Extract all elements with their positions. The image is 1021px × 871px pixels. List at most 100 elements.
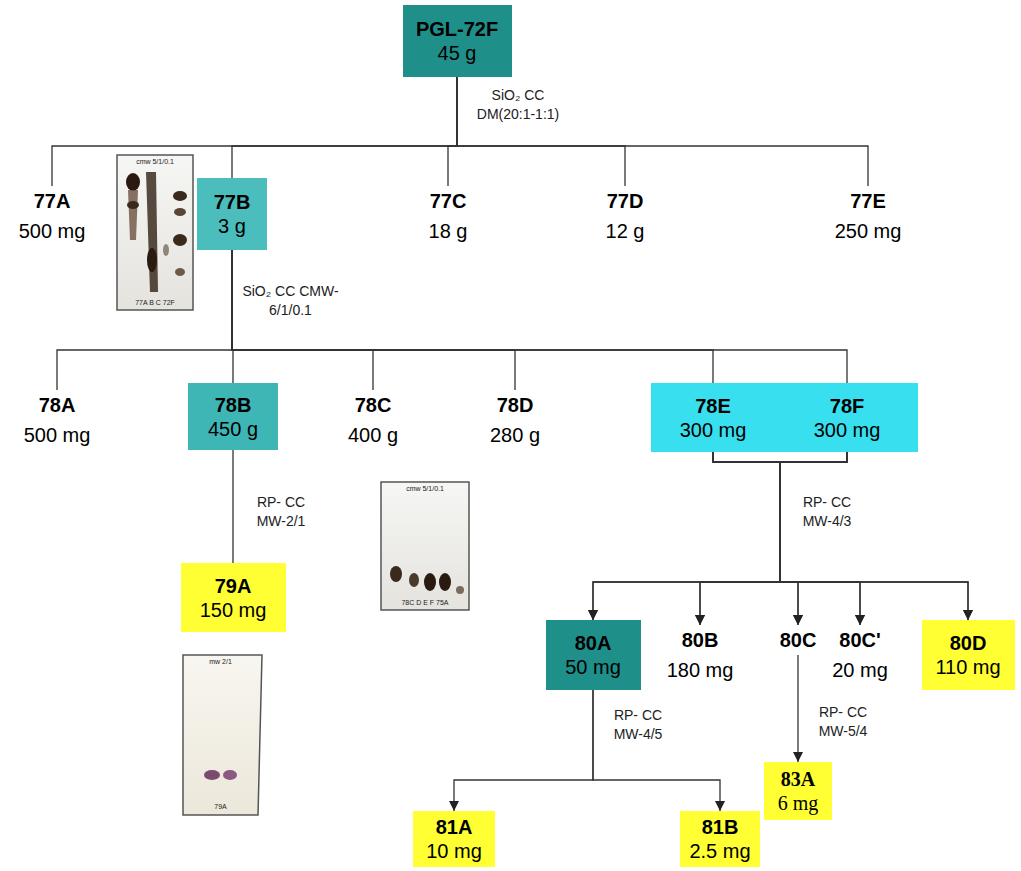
tlc-label: cmw 5/1/0.1 [117, 158, 193, 166]
fraction-amount: 500 mg [19, 216, 86, 246]
connector-line [57, 250, 232, 390]
fraction-label: 80B180 mg [664, 625, 737, 685]
tlc-plate [381, 482, 469, 610]
method-label: SiO₂ CC DM(20:1-1:1) [468, 86, 568, 124]
tlc-plate [117, 155, 193, 310]
tlc-label: mw 2/1 [183, 658, 258, 666]
fraction-name: 78B [215, 393, 252, 417]
connector-line [232, 250, 713, 383]
connector-line [797, 655, 798, 762]
fraction-amount: 400 g [348, 420, 398, 450]
fraction-name: 77A [34, 186, 71, 216]
connector-group [52, 77, 968, 811]
fraction-amount: 280 g [490, 420, 540, 450]
fraction-box: 77B3 g [197, 178, 267, 250]
fraction-amount: 6 mg [778, 791, 819, 815]
connector-line [713, 452, 798, 625]
fraction-name: 78E [695, 394, 731, 418]
connector-line [780, 452, 860, 625]
fraction-name: 79A [215, 574, 252, 598]
fraction-label: 77E250 mg [832, 186, 905, 246]
fraction-name: 77E [850, 186, 886, 216]
fraction-amount: 110 mg [935, 655, 1000, 679]
fraction-name: 81B [702, 815, 739, 839]
fraction-name: PGL-72F [416, 17, 498, 41]
fraction-name: 80C [780, 625, 817, 655]
method-label: RP- CC MW-2/1 [248, 493, 314, 531]
connector-line [232, 250, 515, 390]
fraction-label: 77A500 mg [16, 186, 89, 246]
fraction-name: 77C [430, 186, 467, 216]
tlc-label: 79A [183, 803, 258, 811]
fraction-label: 77D12 g [603, 186, 648, 246]
fraction-amount: 12 g [606, 216, 645, 246]
method-label: RP- CC MW-4/3 [794, 493, 860, 531]
method-label: SiO₂ CC CMW-6/1/0.1 [238, 282, 343, 320]
fraction-amount: 2.5 mg [689, 839, 750, 863]
tlc-label: cmw 5/1/0.1 [381, 485, 469, 493]
fraction-name: 81A [436, 815, 473, 839]
fraction-name: 83A [781, 767, 815, 791]
connector-line [713, 452, 968, 620]
connector-line [700, 452, 780, 625]
fraction-amount: 150 mg [200, 598, 267, 622]
tlc-label: 77A B C 72F [117, 299, 193, 307]
connector-line [780, 452, 847, 625]
fraction-name: 77B [214, 190, 251, 214]
tlc-label: 78C D E F 75A [381, 599, 469, 607]
fraction-label: 78A500 mg [21, 390, 94, 450]
connector-line [232, 250, 373, 390]
fraction-box: 80A50 mg [546, 620, 641, 690]
fraction-name: 78D [497, 390, 534, 420]
connector-line [457, 77, 625, 186]
fraction-name: 80A [575, 631, 612, 655]
fraction-box: 78F300 mg [776, 383, 918, 452]
fraction-label: 78C400 g [345, 390, 402, 450]
fraction-name: 80D [950, 631, 987, 655]
connector-line [713, 452, 860, 625]
fraction-amount: 450 g [208, 417, 258, 441]
fraction-box: 78B450 g [188, 383, 278, 450]
fraction-box: 80D110 mg [922, 620, 1015, 690]
connector-line [448, 77, 457, 186]
fraction-name: 78C [355, 390, 392, 420]
connector-line [232, 77, 457, 178]
fraction-name: 80B [682, 625, 719, 655]
connector-line [780, 452, 968, 620]
fraction-name: 80C' [839, 625, 880, 655]
fraction-box: 81B2.5 mg [680, 811, 760, 867]
fraction-amount: 300 mg [814, 418, 881, 442]
connector-line [457, 77, 868, 186]
connector-line [593, 452, 847, 620]
tlc-plate [183, 655, 262, 815]
fraction-name: 78F [830, 394, 864, 418]
fraction-amount: 20 mg [832, 655, 888, 685]
fraction-box: 81A10 mg [413, 811, 495, 867]
fraction-label: 80C'20 mg [829, 625, 891, 685]
fraction-box: 83A6 mg [764, 762, 832, 820]
fraction-amount: 300 mg [680, 418, 747, 442]
fraction-label: 80C [777, 625, 820, 655]
connector-line [454, 690, 593, 811]
connector-line [593, 452, 780, 620]
method-label: RP- CC MW-5/4 [810, 703, 876, 741]
connector-line [52, 77, 457, 186]
fraction-amount: 500 mg [24, 420, 91, 450]
connector-line [232, 250, 847, 383]
fraction-box: 78E300 mg [651, 383, 776, 452]
connector-line [700, 452, 847, 625]
fraction-amount: 50 mg [565, 655, 621, 679]
fraction-name: 78A [39, 390, 76, 420]
fraction-name: 77D [607, 186, 644, 216]
fraction-amount: 250 mg [835, 216, 902, 246]
fraction-box: PGL-72F45 g [403, 5, 512, 77]
fraction-amount: 10 mg [426, 839, 482, 863]
fraction-amount: 18 g [429, 216, 468, 246]
fraction-amount: 45 g [438, 41, 477, 65]
method-label: RP- CC MW-4/5 [605, 706, 671, 744]
fraction-amount: 180 mg [667, 655, 734, 685]
fraction-box: 79A150 mg [181, 563, 286, 632]
tlc-plates [117, 155, 469, 815]
fraction-amount: 3 g [218, 214, 246, 238]
